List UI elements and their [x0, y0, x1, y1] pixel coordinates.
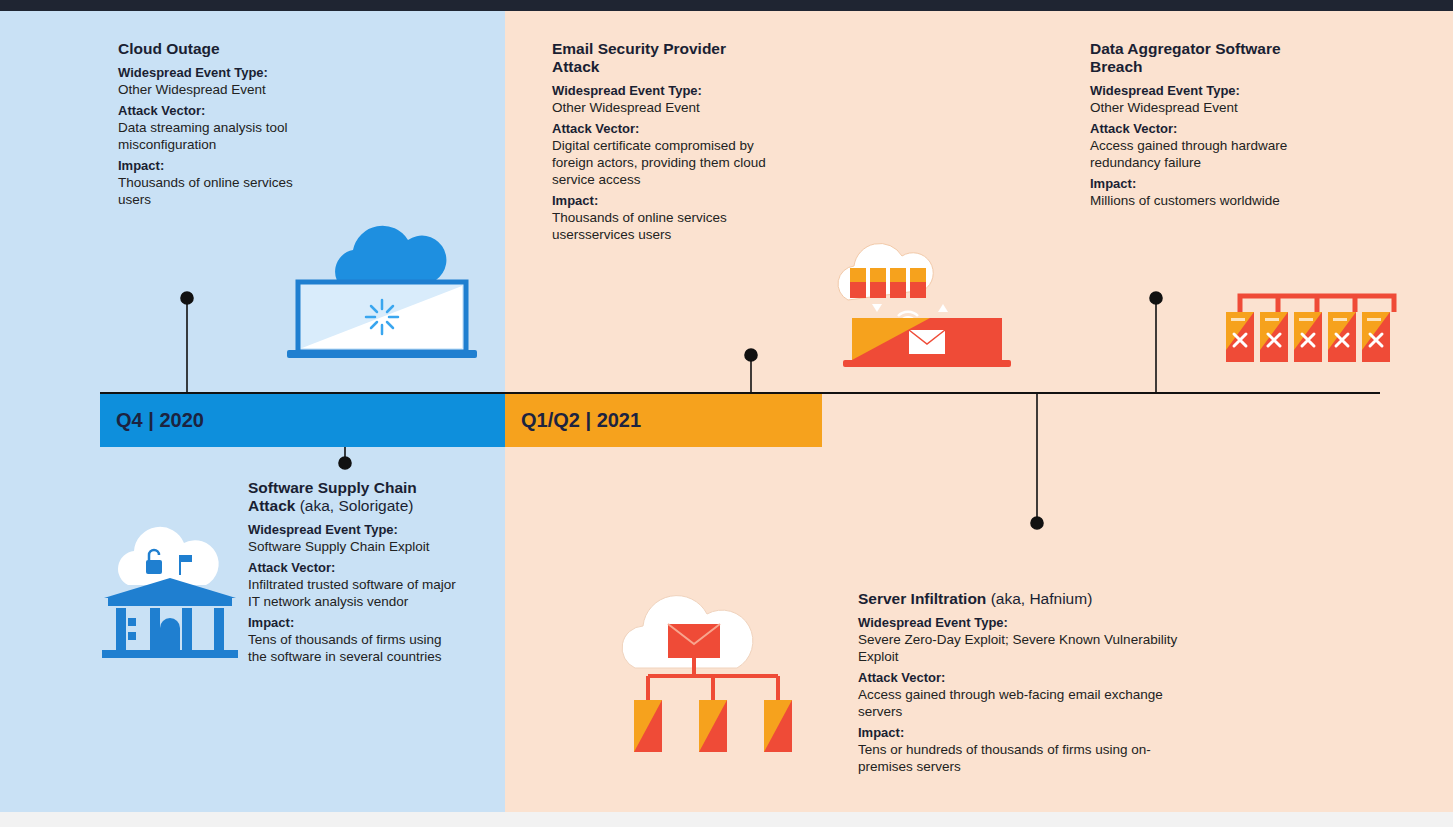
failed-servers-icon — [1226, 296, 1394, 362]
event-alias: (aka, Solorigate) — [295, 497, 413, 514]
field-heading: Attack Vector: — [552, 121, 639, 136]
field-heading: Widespread Event Type: — [552, 83, 702, 98]
field-value: Data streaming analysis tool misconfigur… — [118, 120, 288, 152]
field-heading: Attack Vector: — [1090, 121, 1177, 136]
field-heading-line: Attack Vector: — [118, 102, 313, 119]
field-value-line: Digital certificate compromised by forei… — [552, 137, 770, 188]
event-block: Server Infiltration (aka, Hafnium) Widesp… — [858, 590, 1203, 775]
field-heading: Impact: — [118, 158, 164, 173]
field-heading-line: Widespread Event Type: — [248, 521, 460, 538]
field-heading-line: Attack Vector: — [1090, 120, 1315, 137]
field-value-line: Access gained through web-facing email e… — [858, 686, 1203, 720]
field-heading: Impact: — [552, 193, 598, 208]
field-value-line: Tens of thousands of firms using the sof… — [248, 631, 460, 665]
event-title: Data Aggregator Software Breach — [1090, 40, 1281, 75]
field-heading-line: Attack Vector: — [552, 120, 770, 137]
period-bar: Q1/Q2 | 2021 — [505, 394, 822, 447]
laptop-cloud-icon — [287, 226, 477, 358]
field-value-line: Infiltrated trusted software of major IT… — [248, 576, 460, 610]
field-heading-line: Impact: — [248, 614, 460, 631]
field-heading: Widespread Event Type: — [858, 615, 1008, 630]
event-title: Cloud Outage — [118, 40, 220, 57]
field-value: Tens of thousands of firms using the sof… — [248, 632, 442, 664]
field-value: Thousands of online services usersservic… — [552, 210, 727, 242]
field-heading: Attack Vector: — [248, 560, 335, 575]
period-label: Q4 | 2020 — [116, 394, 204, 447]
field-heading: Widespread Event Type: — [248, 522, 398, 537]
field-heading: Impact: — [1090, 176, 1136, 191]
field-heading: Attack Vector: — [858, 670, 945, 685]
field-value: Other Widespread Event — [552, 100, 700, 115]
bank-icon — [102, 527, 238, 658]
field-value: Tens or hundreds of thousands of firms u… — [858, 742, 1151, 774]
field-value-line: Other Widespread Event — [1090, 99, 1315, 116]
field-value: Software Supply Chain Exploit — [248, 539, 430, 554]
field-value-line: Tens or hundreds of thousands of firms u… — [858, 741, 1203, 775]
event-block: Email Security Provider AttackWidespread… — [552, 40, 770, 243]
field-heading-line: Attack Vector: — [248, 559, 460, 576]
left-ground — [0, 0, 505, 812]
field-heading-line: Impact: — [858, 724, 1203, 741]
event-block: Software Supply Chain Attack (aka, Solor… — [248, 479, 460, 665]
field-value: Digital certificate compromised by forei… — [552, 138, 766, 187]
field-heading-line: Impact: — [552, 192, 770, 209]
event-title-line: Software Supply Chain Attack (aka, Solor… — [248, 479, 460, 515]
field-heading-line: Impact: — [118, 157, 313, 174]
period-bar: Q4 | 2020 — [100, 394, 505, 447]
field-heading: Widespread Event Type: — [118, 65, 268, 80]
field-value-line: Thousands of online services users — [118, 174, 313, 208]
field-value-line: Software Supply Chain Exploit — [248, 538, 460, 555]
field-value: Severe Zero-Day Exploit; Severe Known Vu… — [858, 632, 1177, 664]
field-value: Access gained through hardware redundanc… — [1090, 138, 1287, 170]
field-value-line: Thousands of online services usersservic… — [552, 209, 770, 243]
field-heading-line: Impact: — [1090, 175, 1315, 192]
field-value: Thousands of online services users — [118, 175, 293, 207]
field-heading-line: Widespread Event Type: — [858, 614, 1203, 631]
field-value: Access gained through web-facing email e… — [858, 687, 1163, 719]
field-value: Other Widespread Event — [1090, 100, 1238, 115]
email-laptop-icon — [838, 243, 1011, 367]
field-value: Millions of customers worldwide — [1090, 193, 1280, 208]
field-heading-line: Widespread Event Type: — [118, 64, 313, 81]
event-title: Email Security Provider Attack — [552, 40, 726, 75]
event-block: Data Aggregator Software BreachWidesprea… — [1090, 40, 1315, 209]
period-label: Q1/Q2 | 2021 — [521, 394, 641, 447]
field-value-line: Severe Zero-Day Exploit; Severe Known Vu… — [858, 631, 1203, 665]
top-bar — [0, 0, 1453, 11]
field-value-line: Other Widespread Event — [552, 99, 770, 116]
event-title-line: Email Security Provider Attack — [552, 40, 770, 76]
email-server-icon — [622, 596, 792, 752]
field-value-line: Access gained through hardware redundanc… — [1090, 137, 1315, 171]
field-heading: Attack Vector: — [118, 103, 205, 118]
field-heading-line: Attack Vector: — [858, 669, 1203, 686]
field-heading-line: Widespread Event Type: — [1090, 82, 1315, 99]
field-heading: Impact: — [248, 615, 294, 630]
field-value-line: Data streaming analysis tool misconfigur… — [118, 119, 313, 153]
field-value: Infiltrated trusted software of major IT… — [248, 577, 456, 609]
event-block: Cloud OutageWidespread Event Type: Other … — [118, 40, 313, 208]
event-title-line: Server Infiltration (aka, Hafnium) — [858, 590, 1203, 608]
field-heading-line: Widespread Event Type: — [552, 82, 770, 99]
event-title-line: Cloud Outage — [118, 40, 313, 58]
field-value: Other Widespread Event — [118, 82, 266, 97]
field-value-line: Other Widespread Event — [118, 81, 313, 98]
event-alias: (aka, Hafnium) — [986, 590, 1092, 607]
field-value-line: Millions of customers worldwide — [1090, 192, 1315, 209]
event-title-line: Data Aggregator Software Breach — [1090, 40, 1315, 76]
field-heading: Widespread Event Type: — [1090, 83, 1240, 98]
event-title: Server Infiltration — [858, 590, 986, 607]
field-heading: Impact: — [858, 725, 904, 740]
